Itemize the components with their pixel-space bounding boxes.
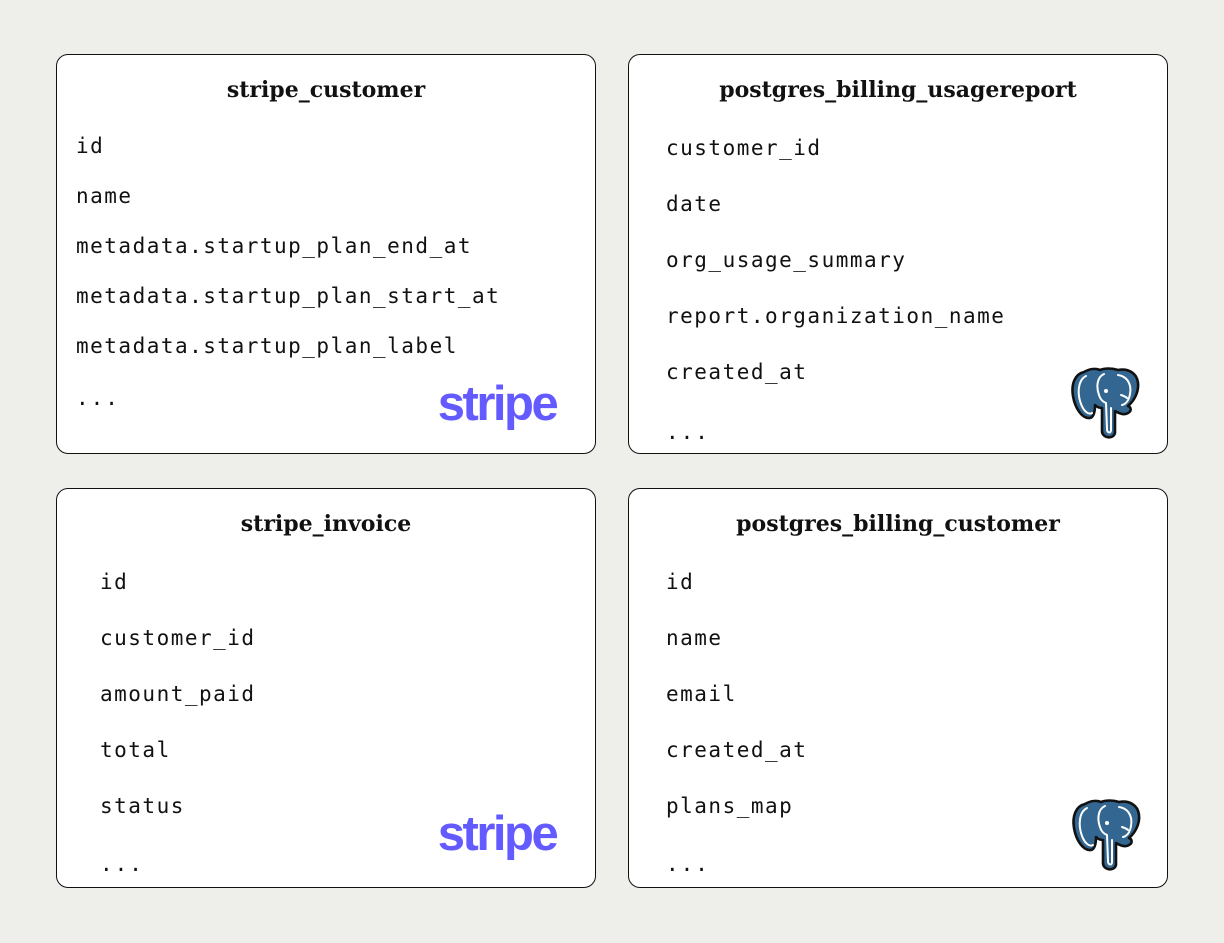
postgres-elephant-icon — [1072, 799, 1141, 871]
field-item: amount_paid — [100, 682, 256, 706]
field-list: customer_id date org_usage_summary repor… — [666, 133, 1005, 413]
table-card-stripe-invoice: stripe_invoice id customer_id amount_pai… — [56, 488, 596, 888]
more-fields-ellipsis: ... — [666, 852, 710, 876]
field-item: total — [100, 738, 171, 762]
table-card-postgres-billing-customer: postgres_billing_customer id name email … — [628, 488, 1168, 888]
field-item: id — [666, 570, 695, 594]
field-item: metadata.startup_plan_start_at — [76, 284, 501, 308]
field-item: plans_map — [666, 794, 794, 818]
more-fields-ellipsis: ... — [666, 420, 710, 444]
field-item: email — [666, 682, 737, 706]
field-item: id — [100, 570, 129, 594]
field-item: id — [76, 134, 105, 158]
table-title: postgres_billing_customer — [736, 511, 1060, 537]
table-card-postgres-billing-usagereport: postgres_billing_usagereport customer_id… — [628, 54, 1168, 454]
field-item: org_usage_summary — [666, 248, 907, 272]
field-item: date — [666, 192, 723, 216]
table-title: postgres_billing_usagereport — [719, 77, 1077, 103]
stripe-logo: stripe — [437, 377, 559, 431]
field-list: id name metadata.startup_plan_end_at met… — [76, 131, 500, 381]
field-item: metadata.startup_plan_end_at — [76, 234, 473, 258]
field-item: customer_id — [100, 626, 256, 650]
table-card-stripe-customer: stripe_customer id name metadata.startup… — [56, 54, 596, 454]
field-item: customer_id — [666, 136, 822, 160]
table-title: stripe_customer — [226, 77, 426, 103]
more-fields-ellipsis: ... — [100, 852, 144, 876]
field-list: id customer_id amount_paid total status — [100, 567, 256, 847]
field-item: status — [100, 794, 185, 818]
stripe-logo: stripe — [437, 807, 559, 861]
field-list: id name email created_at plans_map — [666, 567, 807, 847]
field-item: name — [76, 184, 133, 208]
more-fields-ellipsis: ... — [76, 386, 120, 410]
field-item: name — [666, 626, 723, 650]
field-item: created_at — [666, 360, 808, 384]
field-item: created_at — [666, 738, 808, 762]
field-item: report.organization_name — [666, 304, 1006, 328]
postgres-elephant-icon — [1071, 367, 1140, 439]
table-title: stripe_invoice — [240, 511, 412, 537]
field-item: metadata.startup_plan_label — [76, 334, 458, 358]
